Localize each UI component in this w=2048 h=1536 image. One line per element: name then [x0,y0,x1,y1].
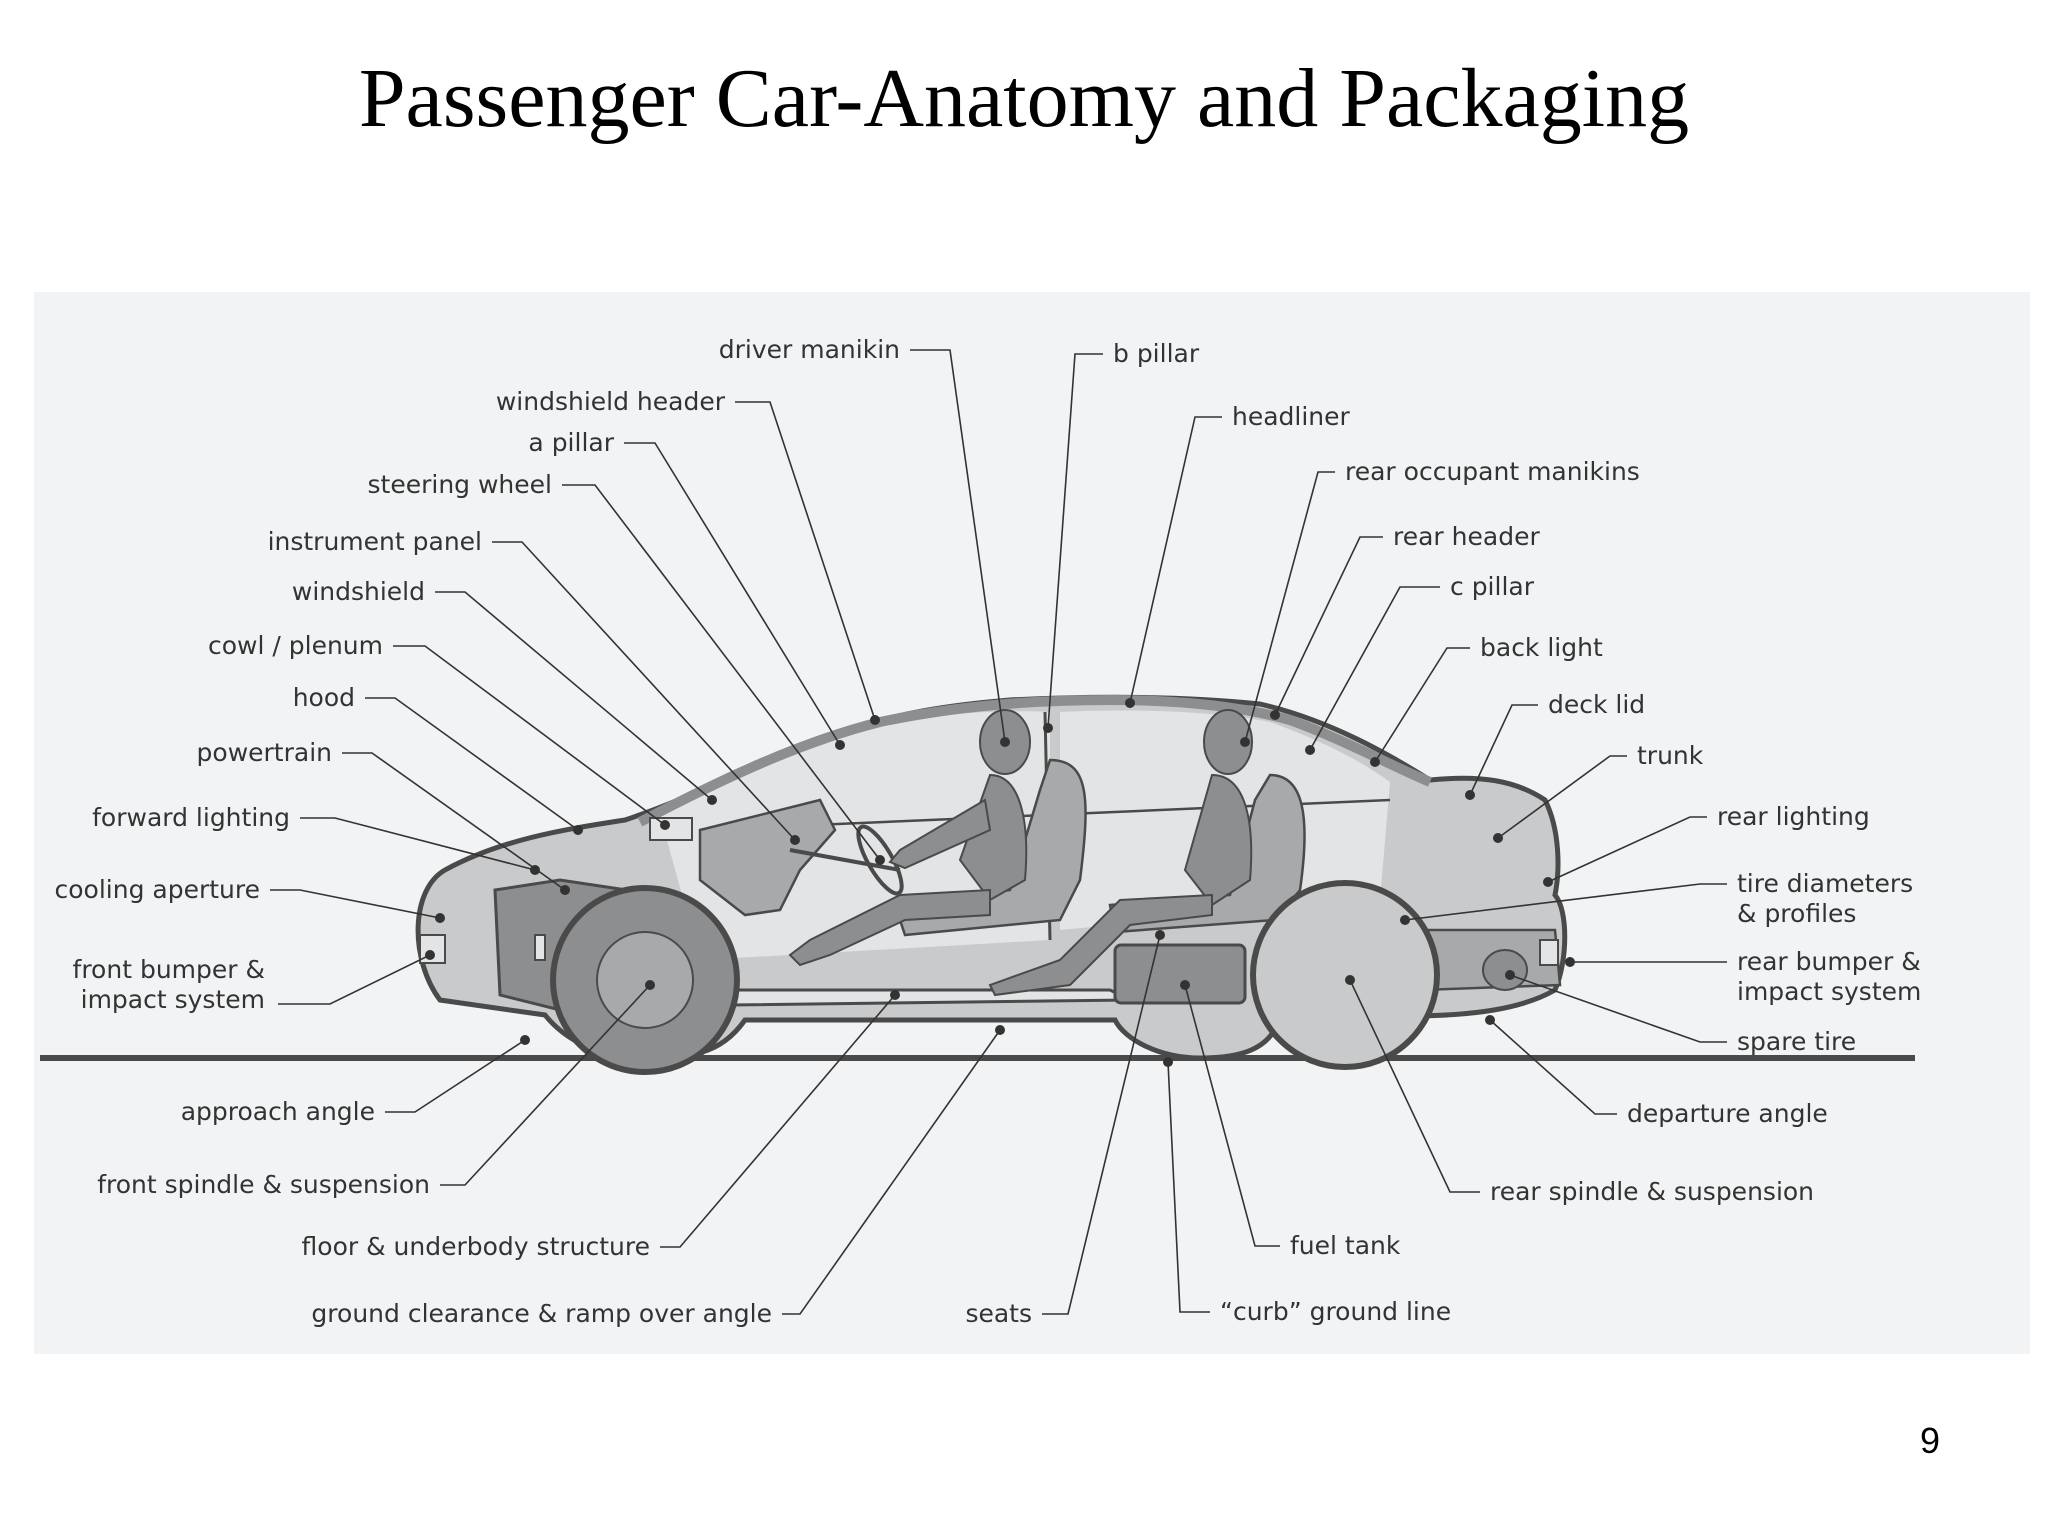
svg-text:impact system: impact system [1737,977,1921,1006]
svg-text:cowl / plenum: cowl / plenum [208,631,383,660]
label-rear-spindle: rear spindle & suspension [1345,975,1814,1206]
svg-text:seats: seats [965,1299,1032,1328]
label-forward-lighting: forward lighting [92,803,540,875]
label-deck-lid: deck lid [1465,690,1645,800]
svg-text:tire diameters: tire diameters [1737,869,1913,898]
svg-text:cooling aperture: cooling aperture [55,875,261,904]
label-powertrain: powertrain [197,738,570,895]
label-a-pillar: a pillar [528,428,845,750]
label-windshield: windshield [292,577,717,805]
svg-text:c pillar: c pillar [1450,572,1535,601]
label-rear-lighting: rear lighting [1543,802,1870,887]
rear-wheel [1250,880,1440,1070]
label-headliner: headliner [1125,402,1351,708]
svg-text:hood: hood [293,683,355,712]
svg-text:rear bumper &: rear bumper & [1737,947,1921,976]
label-departure-angle: departure angle [1485,1015,1828,1128]
svg-text:driver manikin: driver manikin [719,335,900,364]
label-hood: hood [293,683,583,835]
svg-text:windshield header: windshield header [496,387,726,416]
svg-text:departure angle: departure angle [1627,1099,1828,1128]
label-approach-angle: approach angle [181,1035,530,1126]
svg-text:b pillar: b pillar [1113,339,1200,368]
svg-text:rear occupant manikins: rear occupant manikins [1345,457,1640,486]
svg-text:fuel tank: fuel tank [1290,1231,1401,1260]
svg-text:rear header: rear header [1393,522,1540,551]
label-rear-occupant: rear occupant manikins [1240,457,1640,747]
svg-text:forward lighting: forward lighting [92,803,290,832]
label-windshield-header: windshield header [496,387,880,725]
svg-text:a pillar: a pillar [528,428,614,457]
svg-text:spare tire: spare tire [1737,1027,1856,1056]
label-back-light: back light [1370,633,1603,767]
label-steering-wheel: steering wheel [368,470,885,865]
page-number: 9 [1919,1420,1941,1461]
label-curb-line: “curb” ground line [1163,1057,1451,1326]
svg-text:steering wheel: steering wheel [368,470,552,499]
svg-text:instrument panel: instrument panel [268,527,482,556]
label-rear-bumper: rear bumper & impact system [1565,947,1921,1006]
svg-text:rear spindle & suspension: rear spindle & suspension [1490,1177,1814,1206]
label-driver-manikin: driver manikin [719,335,1010,747]
svg-text:floor & underbody structure: floor & underbody structure [302,1232,650,1261]
svg-text:front spindle & suspension: front spindle & suspension [97,1170,430,1199]
label-front-spindle: front spindle & suspension [97,980,655,1199]
svg-text:deck lid: deck lid [1548,690,1645,719]
label-cowl-plenum: cowl / plenum [208,631,670,830]
label-trunk: trunk [1493,741,1704,843]
svg-text:“curb” ground line: “curb” ground line [1220,1297,1451,1326]
svg-text:trunk: trunk [1637,741,1704,770]
label-rear-header: rear header [1270,522,1540,720]
label-cooling-aperture: cooling aperture [55,875,445,923]
label-c-pillar: c pillar [1305,572,1535,755]
label-floor-underbody: floor & underbody structure [302,990,900,1261]
svg-text:rear lighting: rear lighting [1717,802,1870,831]
svg-text:approach angle: approach angle [181,1097,375,1126]
svg-text:ground clearance & ramp over a: ground clearance & ramp over angle [311,1299,772,1328]
label-spare-tire: spare tire [1505,970,1856,1056]
svg-text:back light: back light [1480,633,1603,662]
svg-text:& profiles: & profiles [1737,899,1856,928]
svg-text:front bumper &: front bumper & [73,955,265,984]
front-wheel [550,885,740,1075]
label-tire-diameters: tire diameters & profiles [1400,869,1913,928]
svg-text:impact system: impact system [81,985,265,1014]
svg-text:powertrain: powertrain [197,738,332,767]
label-b-pillar: b pillar [1043,339,1200,733]
label-fuel-tank: fuel tank [1180,980,1401,1260]
svg-text:headliner: headliner [1232,402,1351,431]
label-instrument-panel: instrument panel [268,527,800,845]
label-seats: seats [965,930,1165,1328]
label-ground-clearance: ground clearance & ramp over angle [311,1025,1005,1328]
slide-title: Passenger Car-Anatomy and Packaging [358,52,1690,145]
svg-text:windshield: windshield [292,577,425,606]
label-front-bumper: front bumper & impact system [73,950,435,1014]
